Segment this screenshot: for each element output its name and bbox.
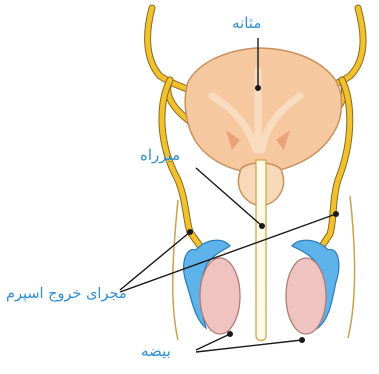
urethra-label: میزراه <box>140 146 180 164</box>
testis-label: بیضه <box>141 342 171 360</box>
body-outline-left <box>173 200 178 340</box>
leader-testis-left <box>196 334 230 350</box>
body-outline-right <box>348 196 355 338</box>
testis-right <box>286 258 326 334</box>
bladder-label: مثانه <box>232 14 261 32</box>
bladder <box>185 48 341 174</box>
urethra <box>256 160 266 341</box>
vas-deferens-label: مجرای خروج اسپرم <box>6 286 127 302</box>
testis-left <box>200 258 240 334</box>
leader-vas-left <box>120 232 190 290</box>
